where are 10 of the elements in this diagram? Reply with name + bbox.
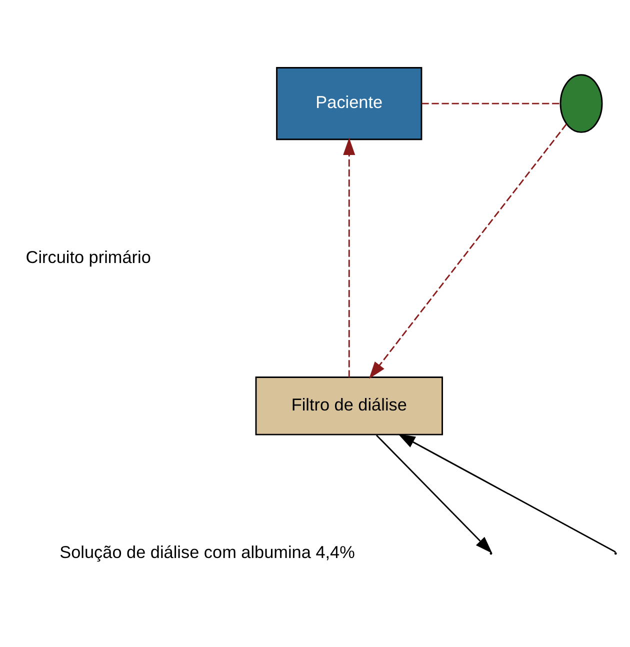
node-ellipse <box>560 74 603 133</box>
node-box: Filtro de diálise <box>255 376 443 436</box>
arrow <box>376 434 492 554</box>
arrow <box>398 434 616 553</box>
label: Solução de diálise com albumina 4,4% <box>60 542 355 562</box>
connector <box>422 102 560 104</box>
node-box: Paciente <box>276 67 422 140</box>
arrow <box>343 138 356 378</box>
arrow <box>369 124 567 379</box>
label: Circuito primário <box>26 246 151 267</box>
